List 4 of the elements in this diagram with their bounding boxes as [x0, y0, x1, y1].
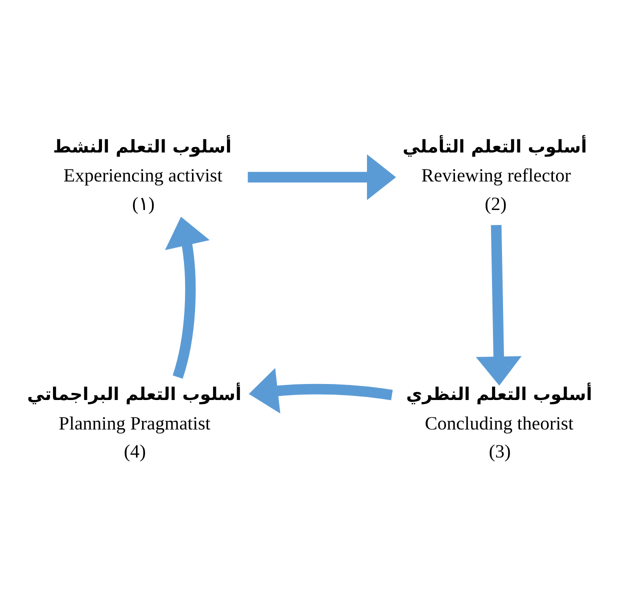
arrow	[165, 216, 210, 378]
arrow	[248, 368, 393, 413]
arrow	[248, 154, 396, 200]
arrow	[476, 224, 522, 386]
